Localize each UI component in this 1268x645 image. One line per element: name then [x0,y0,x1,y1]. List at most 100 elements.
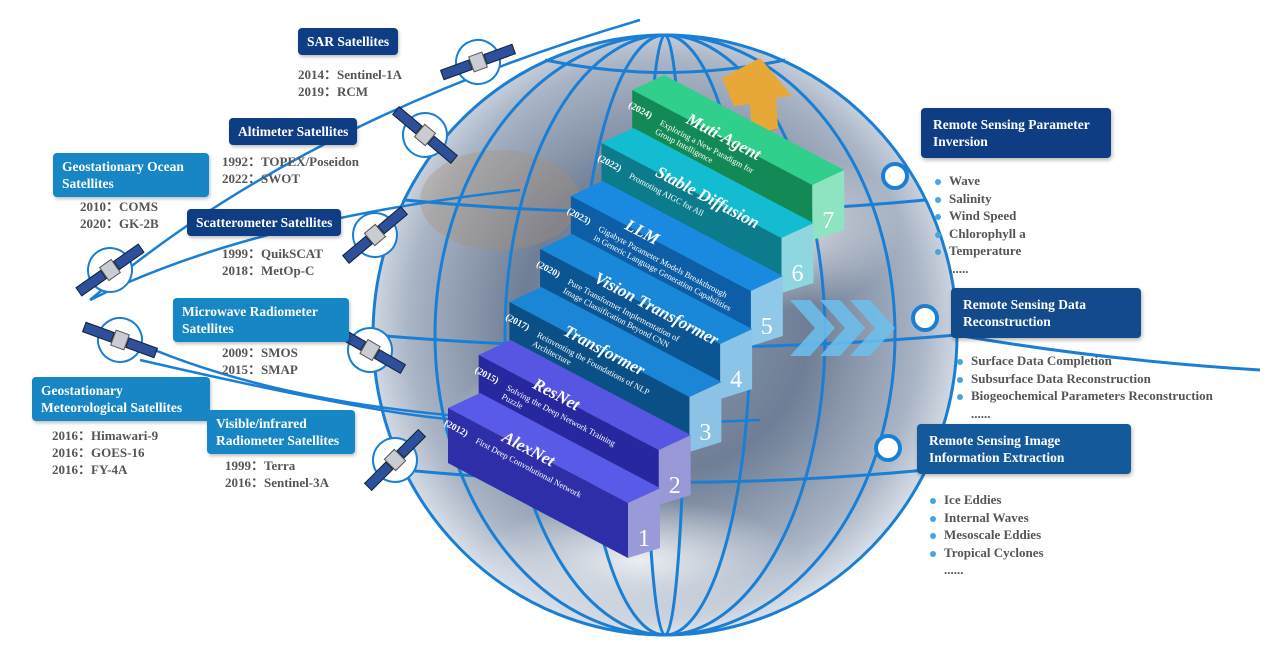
mission-entry: 2019：RCM [298,84,369,99]
satellite-type-label: Geostationary Ocean Satellites [53,153,209,197]
application-item-text: ...... [944,562,964,577]
step-side-face [781,223,814,293]
step-number: 4 [730,367,742,393]
bullet-icon [935,179,941,186]
application-item: Biogeochemical Parameters Reconstruction [957,387,1213,405]
application-item-text: Tropical Cyclones [944,544,1044,560]
bullet-icon [957,359,963,366]
application-item: Temperature [935,242,1026,260]
step-side-face [812,170,845,240]
bullet-icon [957,394,963,401]
ring-2 [911,304,939,332]
satellite-missions: 2016：Himawari-9 2016：GOES-16 2016：FY-4A [52,427,158,478]
satellite-type-label: Microwave Radiometer Satellites [173,298,349,342]
satellite-icon [333,325,407,375]
satellite-type-label: Altimeter Satellites [229,118,358,145]
application-item-text: Wave [949,173,981,188]
satellite-icon [391,106,459,164]
mission-entry: 2016：Sentinel-3A [225,475,330,490]
mission-entry: 2010：COMS [80,199,159,214]
satellite-icon [81,317,159,363]
application-item-text: ...... [971,405,991,421]
ring-3 [874,434,902,462]
mission-entry: 2016：FY-4A [52,462,128,477]
satellite-missions: 1992：TOPEX/Poseidon 2022：SWOT [222,153,359,187]
bullet-icon [930,533,936,540]
step-top-face [478,340,691,450]
application-item: Wave [935,172,1026,190]
bullet-icon [935,196,941,203]
application-item: Wind Speed [935,207,1026,225]
mission-entry: 2016：GOES-16 [52,445,145,460]
step-number: 3 [699,420,711,446]
mission-entry: 2022：SWOT [222,171,301,186]
application-item: Ice Eddies [930,491,1044,509]
satellite-type-label: Geostationary Meteorological Satellites [32,377,210,421]
bullet-icon [930,550,936,557]
application-item-text: Wind Speed [949,208,1017,223]
mission-entry: 2016：Himawari-9 [52,428,159,443]
mission-entry: 2015：SMAP [222,362,298,377]
application-item: ...... [957,405,1213,423]
satellite-icon [439,39,517,85]
satellite-type-label: SAR Satellites [298,28,399,55]
mission-entry: 2014：Sentinel-1A [298,67,403,82]
application-item: ...... [930,561,1044,579]
step-side-face [689,382,722,452]
application-item: Salinity [935,190,1026,208]
step-number: 1 [638,526,650,552]
application-item: Surface Data Completion [957,352,1213,370]
step-top-face [632,75,845,185]
satellite-type-label: Scatterometer Satellites [187,209,342,236]
mission-entry: 2009：SMOS [222,345,298,360]
step-number: 7 [822,208,834,234]
ring-1 [881,162,909,190]
ring-link [956,333,1261,372]
bullet-icon [930,498,936,505]
step-top-face [570,181,783,291]
step-number: 5 [761,314,773,340]
satellite-icon [75,243,145,297]
satellite-icon [363,428,427,492]
mission-entry: 1999：Terra [225,458,296,473]
step-front-face [448,408,628,558]
mission-entry: 2018：MetOp-C [222,263,315,278]
step-top-face [540,234,753,344]
satellite-type-label: Visible/infrared Radiometer Satellites [207,410,355,454]
mission-entry: 2020：GK-2B [80,216,159,231]
satellite-missions: 1999：Terra 2016：Sentinel-3A [225,457,329,491]
bullet-icon [957,376,963,383]
application-item-text: Salinity [949,190,992,206]
application-item-text: Subsurface Data Reconstruction [971,370,1151,386]
application-item-text: Surface Data Completion [971,353,1112,368]
bullet-icon [935,214,941,221]
application-item-text: ...... [949,260,969,276]
bullet-icon [935,249,941,256]
mission-entry: 1992：TOPEX/Poseidon [222,154,360,169]
step-side-face [658,435,691,505]
application-item: Chlorophyll a [935,225,1026,243]
application-item-text: Internal Waves [944,509,1029,525]
application-item: Subsurface Data Reconstruction [957,370,1213,388]
satellite-icons [75,39,517,492]
satellite-missions: 2010：COMS 2020：GK-2B [80,198,159,232]
step-number: 6 [792,261,804,287]
step-top-face [509,287,722,397]
chevron-arrows [790,300,895,356]
application-item-text: Ice Eddies [944,492,1002,507]
bullet-icon [930,515,936,522]
application-item: ...... [935,260,1026,278]
satellite-icon [341,206,409,264]
connector-rings [874,162,939,462]
step-top-face [601,128,814,238]
application-item-text: Temperature [949,243,1022,258]
step-side-face [750,276,783,346]
application-item: Tropical Cyclones [930,544,1044,562]
satellite-missions: 2014：Sentinel-1A 2019：RCM [298,66,402,100]
